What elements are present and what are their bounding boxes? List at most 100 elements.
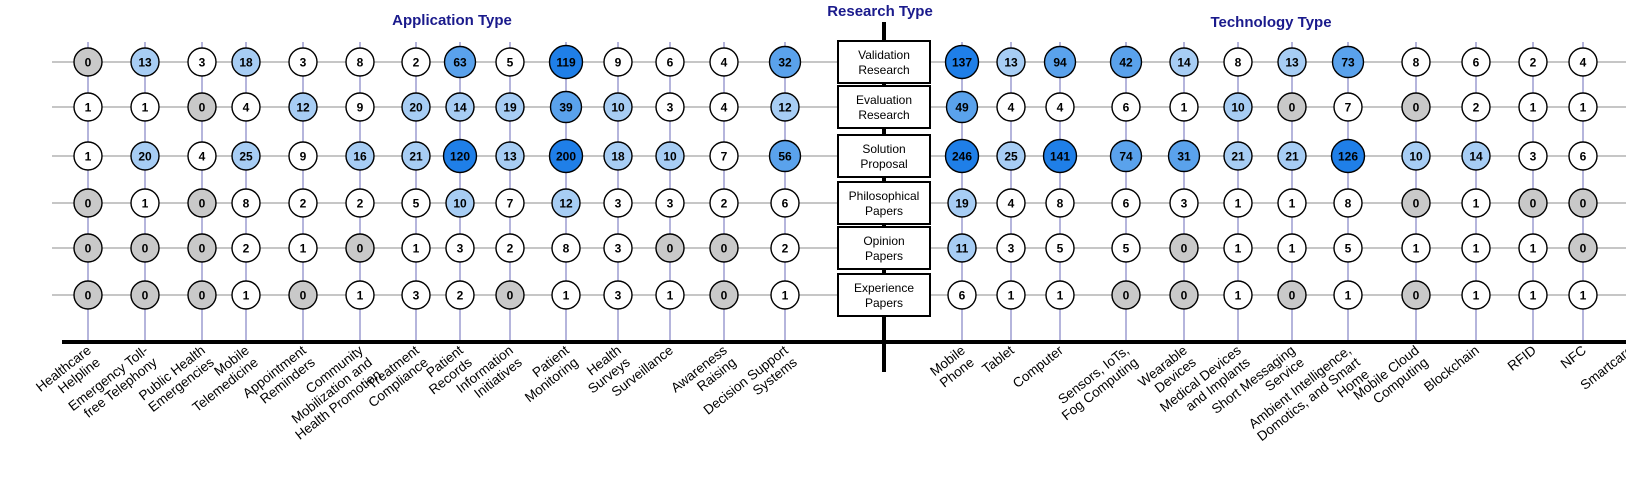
bubble-circle	[1109, 45, 1143, 79]
bubble-value: 14	[1177, 56, 1191, 70]
bubble-circle	[401, 141, 431, 171]
application-bubble: 3	[603, 233, 633, 263]
bubble-value: 3	[615, 197, 622, 211]
bubble-circle	[1223, 233, 1253, 263]
application-bubble: 0	[73, 188, 103, 218]
bubble-circle	[1111, 233, 1141, 263]
bubble-value: 4	[243, 101, 250, 115]
bubble-circle	[445, 92, 475, 122]
bubble-circle	[130, 47, 160, 77]
bubble-value: 8	[1345, 197, 1352, 211]
bubble-circle	[130, 233, 160, 263]
technology-bubble: 0	[1518, 188, 1548, 218]
bubble-value: 12	[778, 101, 792, 115]
application-bubble: 21	[401, 141, 431, 171]
technology-bubble: 2	[1518, 47, 1548, 77]
bubble-circle	[709, 141, 739, 171]
bubble-value: 21	[1231, 150, 1245, 164]
application-bubble: 14	[445, 92, 475, 122]
bubble-circle	[996, 47, 1026, 77]
bubble-circle	[73, 47, 103, 77]
bubble-circle	[187, 47, 217, 77]
bubble-circle	[996, 141, 1026, 171]
technology-bubble: 25	[996, 141, 1026, 171]
technology-bubble: 73	[1331, 45, 1365, 79]
research-type-box	[837, 181, 931, 225]
application-bubble: 25	[231, 141, 261, 171]
bubble-value: 1	[1008, 289, 1015, 303]
bubble-circle	[1401, 188, 1431, 218]
technology-bubble: 4	[996, 188, 1026, 218]
application-bubble: 1	[345, 280, 375, 310]
bubble-circle	[709, 92, 739, 122]
bubble-circle	[996, 233, 1026, 263]
application-bubble: 0	[655, 233, 685, 263]
application-bubble: 5	[401, 188, 431, 218]
technology-bubble: 14	[1461, 141, 1491, 171]
bubble-value: 0	[1289, 101, 1296, 115]
bubble-value: 3	[667, 197, 674, 211]
bubble-value: 8	[357, 56, 364, 70]
technology-category-label: Computer	[1010, 342, 1066, 391]
application-bubble: 12	[288, 92, 318, 122]
bubble-value: 0	[199, 101, 206, 115]
bubble-circle	[1043, 45, 1077, 79]
technology-bubble: 1	[1461, 280, 1491, 310]
bubble-circle	[996, 188, 1026, 218]
bubble-value: 1	[1235, 242, 1242, 256]
application-bubble: 0	[73, 233, 103, 263]
bubble-value: 8	[1413, 56, 1420, 70]
bubble-value: 8	[1235, 56, 1242, 70]
bubble-circle	[945, 90, 979, 124]
bubble-value: 2	[721, 197, 728, 211]
research-type-label: Papers	[865, 249, 903, 263]
application-bubble: 3	[655, 92, 685, 122]
bubble-circle	[1111, 280, 1141, 310]
bubble-circle	[401, 280, 431, 310]
application-bubble: 19	[495, 92, 525, 122]
application-bubble: 1	[73, 92, 103, 122]
technology-bubble: 1	[1169, 92, 1199, 122]
bubble-value: 13	[138, 56, 152, 70]
technology-bubble: 1	[1518, 233, 1548, 263]
research-type-box	[837, 273, 931, 317]
bubble-circle	[130, 280, 160, 310]
bubble-circle	[445, 233, 475, 263]
technology-bubble: 6	[1111, 92, 1141, 122]
technology-bubble: 94	[1043, 45, 1077, 79]
bubble-circle	[1277, 141, 1307, 171]
bubble-value: 11	[956, 242, 969, 256]
bubble-circle	[770, 280, 800, 310]
bubble-circle	[231, 280, 261, 310]
bubble-circle	[495, 141, 525, 171]
technology-bubble: 2	[1461, 92, 1491, 122]
research-type-label: Research	[858, 108, 909, 122]
bubble-value: 1	[1057, 289, 1064, 303]
technology-bubble: 6	[1568, 141, 1598, 171]
bubble-value: 1	[1181, 101, 1188, 115]
technology-bubble: 11	[947, 233, 977, 263]
bubble-circle	[947, 188, 977, 218]
technology-bubble: 246	[944, 138, 980, 174]
bubble-value: 7	[1345, 101, 1352, 115]
bubble-value: 31	[1177, 150, 1191, 164]
research-type-label: Evaluation	[856, 93, 912, 107]
bubble-value: 2	[357, 197, 364, 211]
bubble-value: 0	[1413, 289, 1420, 303]
bubble-circle	[1401, 47, 1431, 77]
bubble-value: 4	[1580, 56, 1587, 70]
application-bubble: 2	[401, 47, 431, 77]
bubble-value: 2	[782, 242, 789, 256]
bubble-circle	[603, 280, 633, 310]
technology-bubble: 13	[1277, 47, 1307, 77]
technology-bubble: 1	[1518, 92, 1548, 122]
bubble-value: 3	[457, 242, 464, 256]
research-type-label: Proposal	[860, 157, 907, 171]
research-type-label: Solution	[862, 142, 905, 156]
bubble-value: 1	[1235, 197, 1242, 211]
application-bubble: 4	[231, 92, 261, 122]
bubble-value: 14	[1469, 150, 1483, 164]
bubble-circle	[1461, 280, 1491, 310]
bubble-circle	[345, 233, 375, 263]
bubble-value: 74	[1119, 150, 1133, 164]
